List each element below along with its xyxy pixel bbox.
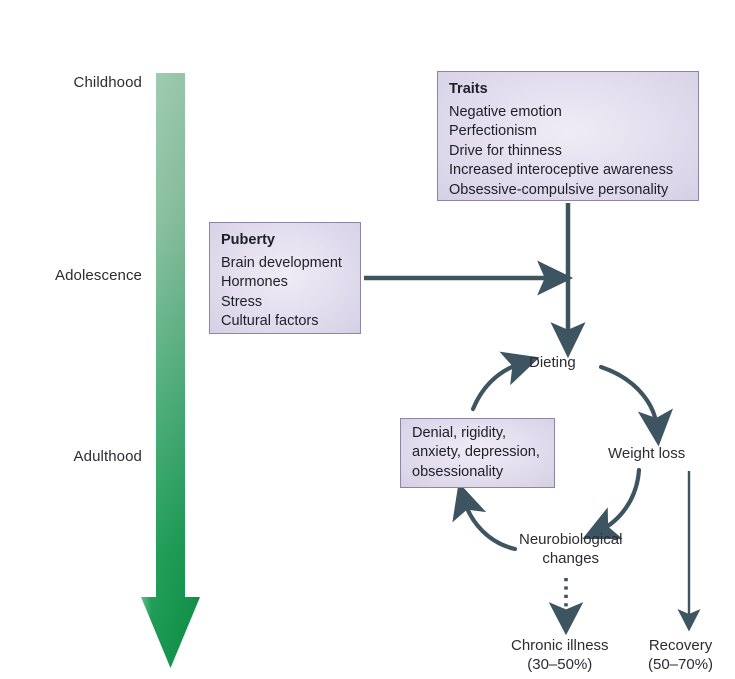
life-stage-green-arrow (141, 73, 200, 668)
node-recovery-line1: Recovery (648, 637, 713, 654)
puberty-item-brain-development: Brain development (221, 254, 342, 271)
traits-item-drive-for-thinness: Drive for thinness (449, 142, 562, 159)
node-chronic-illness-line2: (30–50%) (527, 656, 593, 673)
denial-line-2: anxiety, depression, (412, 444, 540, 461)
puberty-item-cultural-factors: Cultural factors (221, 313, 319, 329)
traits-box-title: Traits (449, 81, 488, 97)
timeline-label-adolescence: Adolescence (55, 267, 142, 284)
traits-item-negative-emotion: Negative emotion (449, 103, 562, 120)
timeline-label-adulthood: Adulthood (73, 448, 142, 465)
puberty-box[interactable]: Puberty Brain development Hormones Stres… (209, 222, 361, 334)
arrow-denial-to-dieting (470, 351, 540, 412)
node-neurobiological-changes-line1: Neurobiological (519, 531, 623, 548)
node-chronic-illness-line1: Chronic illness (511, 637, 609, 654)
traits-box[interactable]: Traits Negative emotion Perfectionism Dr… (437, 71, 699, 201)
node-weight-loss: Weight loss (608, 445, 686, 462)
traits-item-perfectionism: Perfectionism (449, 123, 537, 139)
node-neurobiological-changes: Neurobiological changes (519, 530, 622, 568)
denial-rigidity-box[interactable]: Denial, rigidity, anxiety, depression, o… (400, 418, 555, 488)
puberty-item-hormones: Hormones (221, 274, 288, 290)
puberty-item-stress: Stress (221, 293, 263, 310)
node-recovery: Recovery (50–70%) (648, 636, 713, 674)
node-chronic-illness: Chronic illness (30–50%) (511, 636, 609, 674)
traits-item-obsessive-compulsive-personality: Obsessive-compulsive personality (449, 181, 669, 198)
timeline-label-childhood: Childhood (73, 74, 142, 91)
node-dieting: Dieting (529, 354, 576, 371)
puberty-box-title: Puberty (221, 232, 275, 248)
node-recovery-line2: (50–70%) (648, 656, 714, 673)
traits-item-interoceptive-awareness: Increased interoceptive awareness (449, 162, 674, 178)
denial-line-1: Denial, rigidity, (412, 424, 507, 441)
arrow-weight-loss-to-neurobiological (582, 467, 642, 540)
node-neurobiological-changes-line2: changes (542, 550, 600, 567)
arrow-neurobiological-to-denial (452, 482, 518, 552)
denial-line-3: obsessionality (412, 463, 504, 480)
arrow-dieting-to-weight-loss (598, 364, 673, 447)
